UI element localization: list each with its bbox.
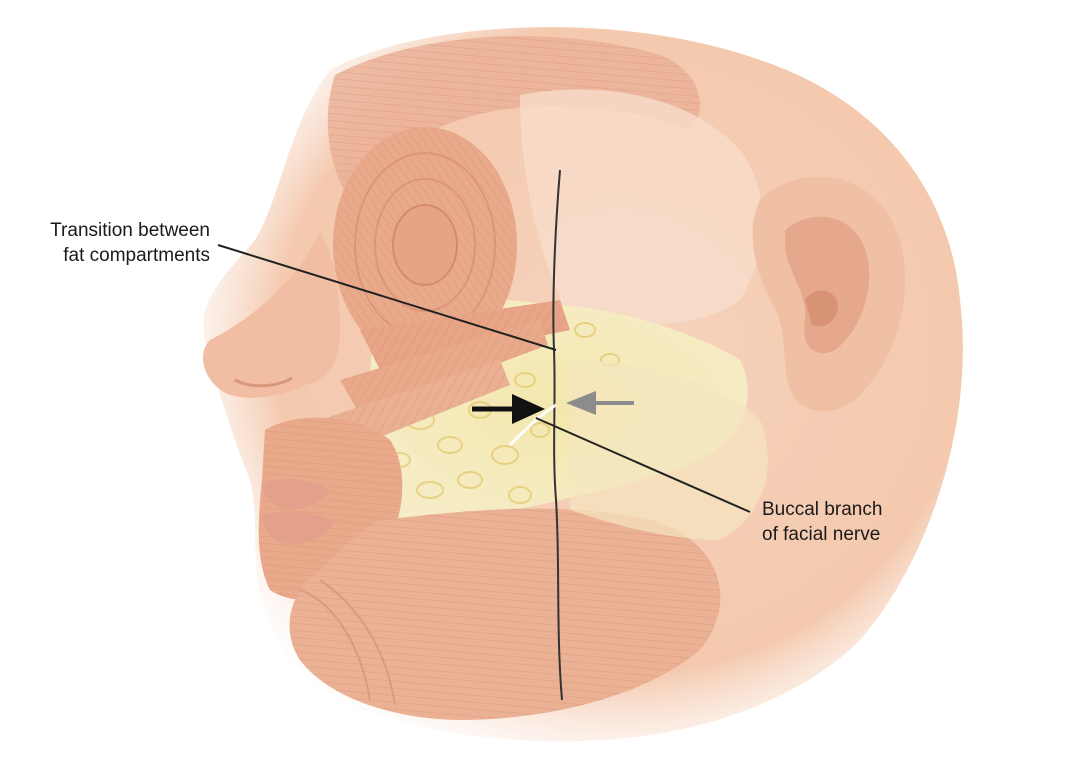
buccal-label-line-1: Buccal branch <box>762 497 882 522</box>
buccal-label: Buccal branch of facial nerve <box>762 497 882 547</box>
transition-label-line-1: Transition between <box>50 218 210 243</box>
transition-label: Transition between fat compartments <box>50 218 210 268</box>
transition-label-line-2: fat compartments <box>50 243 210 268</box>
buccal-label-line-2: of facial nerve <box>762 522 882 547</box>
